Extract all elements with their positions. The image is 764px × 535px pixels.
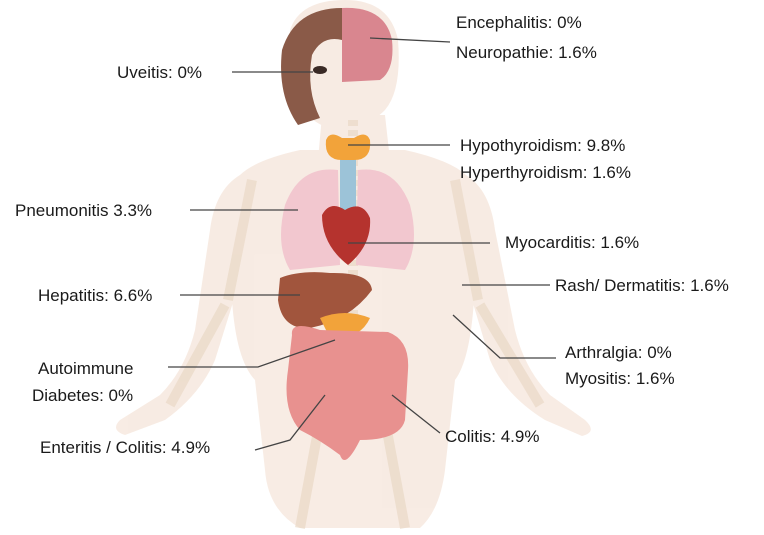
label-hepatitis: Hepatitis: 6.6% <box>38 283 152 308</box>
eye <box>313 66 327 74</box>
label-hypothyroidism: Hypothyroidism: 9.8% <box>460 133 625 158</box>
label-myositis: Myositis: 1.6% <box>565 366 675 391</box>
label-encephalitis: Encephalitis: 0% <box>456 10 582 35</box>
label-colitis: Colitis: 4.9% <box>445 424 539 449</box>
label-uveitis: Uveitis: 0% <box>117 60 202 85</box>
label-enteritis: Enteritis / Colitis: 4.9% <box>40 435 210 460</box>
label-autoimmune-line1: Autoimmune <box>38 356 133 381</box>
label-arthralgia: Arthralgia: 0% <box>565 340 672 365</box>
label-hyperthyroidism: Hyperthyroidism: 1.6% <box>460 160 631 185</box>
thyroid <box>326 134 370 160</box>
label-myocarditis: Myocarditis: 1.6% <box>505 230 639 255</box>
label-autoimmune-line2: Diabetes: 0% <box>32 383 133 408</box>
label-rash: Rash/ Dermatitis: 1.6% <box>555 273 729 298</box>
label-neuropathie: Neuropathie: 1.6% <box>456 40 597 65</box>
label-pneumonitis: Pneumonitis 3.3% <box>15 198 152 223</box>
